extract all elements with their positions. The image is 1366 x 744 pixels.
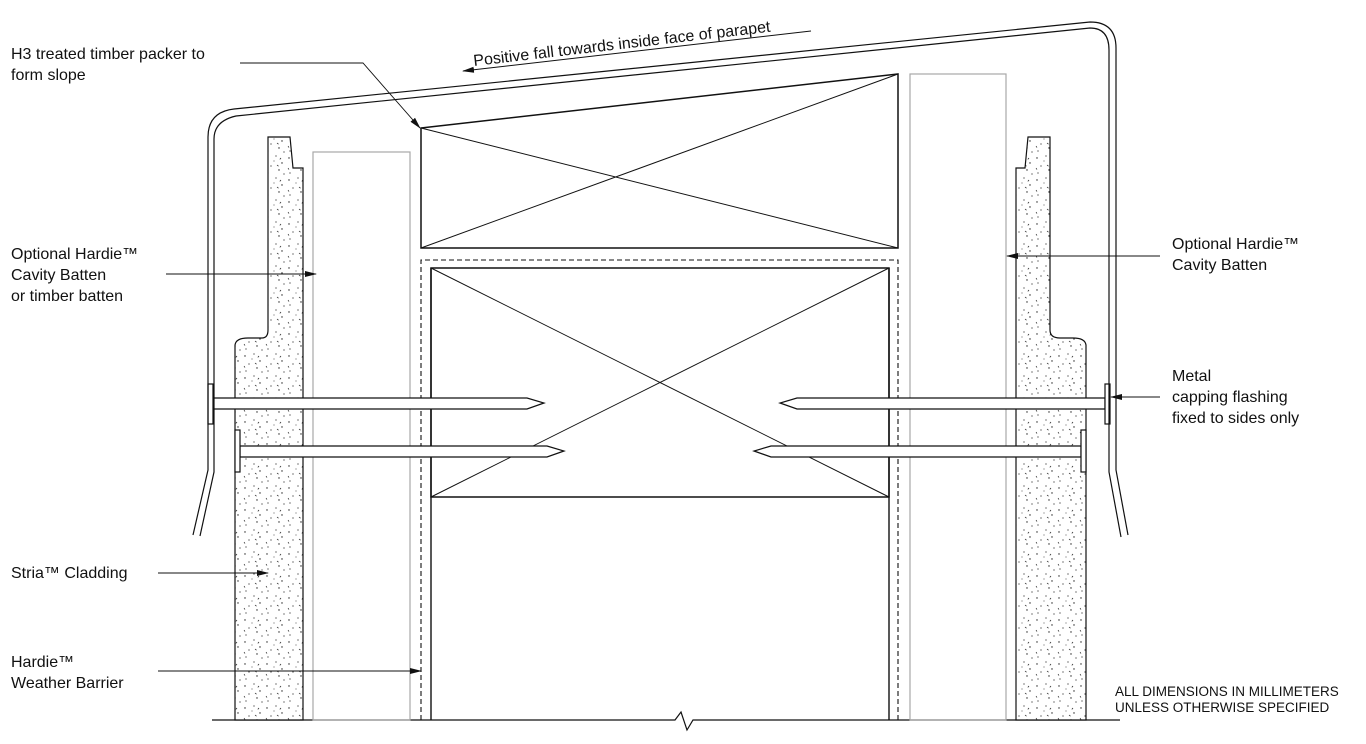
- weather-barrier: [420, 259, 899, 720]
- label-cladding: Stria™ Cladding: [11, 565, 128, 582]
- fixings: [207, 383, 1111, 473]
- timber-packer: [420, 73, 899, 249]
- leader-lines: [158, 62, 1160, 674]
- label-barrier: Hardie™ Weather Barrier: [11, 654, 124, 692]
- cladding-left: [234, 136, 304, 721]
- label-flashing: Metal capping flashing fixed to sides on…: [1172, 368, 1300, 427]
- dimensions-note: ALL DIMENSIONS IN MILLIMETERS UNLESS OTH…: [1115, 684, 1339, 715]
- cavity-batten-left: [312, 151, 411, 721]
- leader-packer: [240, 62, 421, 129]
- label-batten-left: Optional Hardie™ Cavity Batten or timber…: [11, 246, 139, 305]
- cladding-right: [1015, 136, 1087, 721]
- base-break-line: [212, 710, 1120, 732]
- label-fall: Positive fall towards inside face of par…: [473, 19, 772, 70]
- capping-flashing: [192, 21, 1129, 538]
- top-plate: [430, 267, 890, 498]
- label-batten-right: Optional Hardie™ Cavity Batten: [1172, 236, 1300, 274]
- label-packer: H3 treated timber packer to form slope: [11, 46, 205, 84]
- fall-arrow: [462, 30, 812, 73]
- cavity-batten-right: [909, 73, 1007, 721]
